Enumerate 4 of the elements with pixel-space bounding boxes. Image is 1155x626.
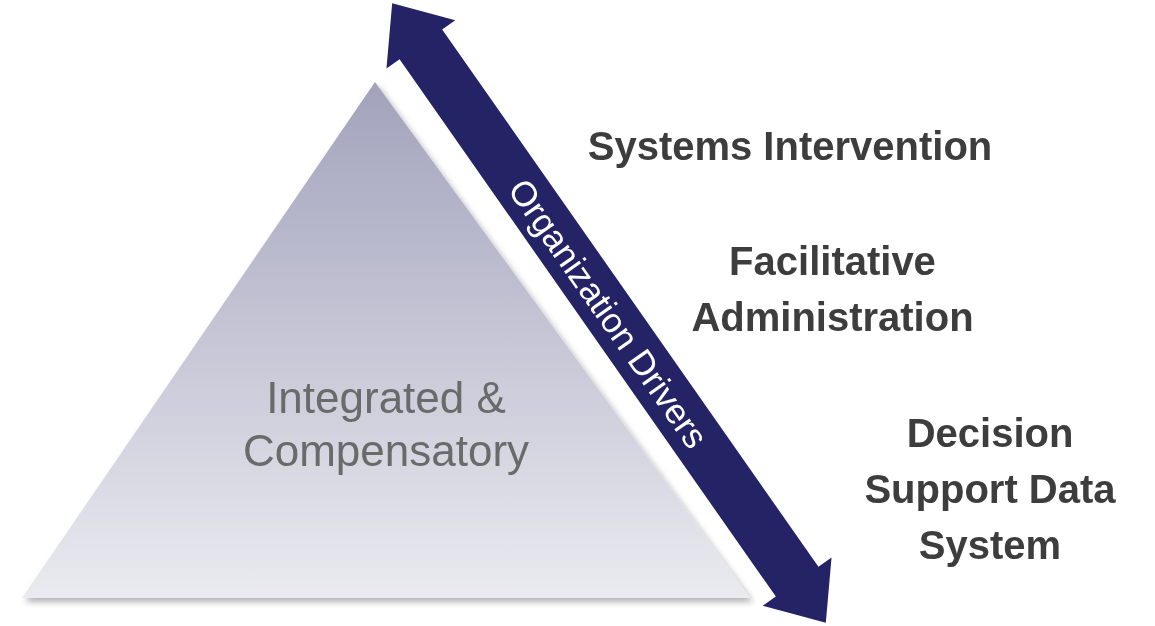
triangle-label: Integrated & Compensatory [241, 372, 531, 477]
side-label: Decision Support Data System [863, 410, 1117, 569]
side-label: Facilitative Administration [690, 238, 975, 341]
side-label: Systems Intervention [586, 123, 994, 170]
